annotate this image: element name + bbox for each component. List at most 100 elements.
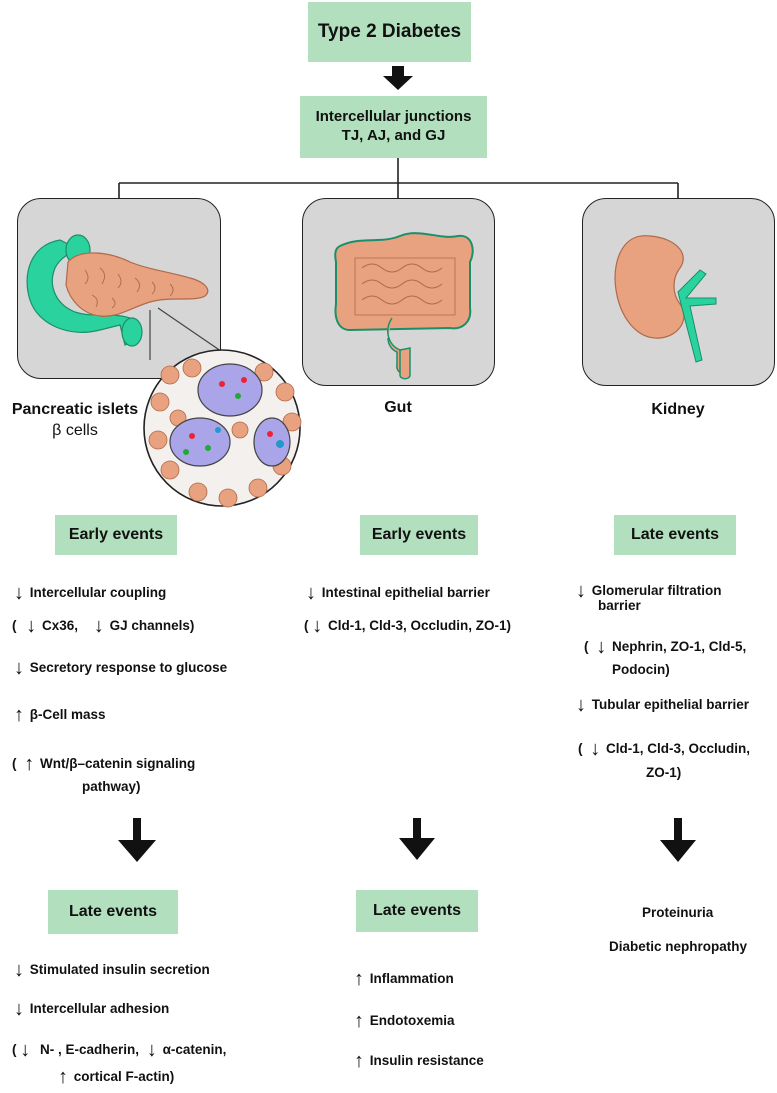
open-paren: (	[12, 618, 17, 633]
kidney-outcome-1: Proteinuria	[642, 904, 713, 922]
down-arrow-icon: ↓	[312, 615, 323, 637]
down-arrow-icon: ↓	[93, 615, 104, 637]
gut-early-item-1: ↓ Intestinal epithelial barrier	[306, 580, 490, 607]
up-arrow-icon: ↑	[14, 704, 24, 726]
pancreas-icon	[26, 234, 209, 347]
gut-early-title: Early events	[371, 526, 467, 543]
event-text: Wnt/β–catenin signaling	[40, 756, 196, 771]
event-text: Tubular epithelial barrier	[591, 697, 750, 712]
pancreas-early-item-6: pathway)	[82, 778, 141, 796]
event-text: barrier	[598, 598, 641, 613]
event-text: cortical F-actin)	[73, 1069, 175, 1084]
down-arrow-icon: ↓	[14, 657, 24, 679]
event-text: α-catenin,	[162, 1042, 227, 1057]
event-text: Cld-1, Cld-3, Occludin,	[606, 741, 751, 756]
junctions-line1: Intercellular junctions	[315, 108, 472, 126]
gut-late-item-1: ↑ Inflammation	[354, 966, 454, 993]
up-arrow-icon: ↑	[58, 1066, 68, 1088]
kidney-item-2b: Podocin)	[612, 661, 670, 679]
down-arrow-icon: ↓	[590, 738, 601, 760]
kidney-late-title: Late events	[630, 526, 720, 543]
pancreas-early-item-1: ↓ Intercellular coupling	[14, 580, 166, 607]
up-arrow-icon: ↑	[354, 968, 364, 990]
type2-diabetes-title: Type 2 Diabetes	[317, 21, 462, 43]
gut-label-text: Gut	[384, 399, 412, 416]
kidney-item-3: ↓ Tubular epithelial barrier	[576, 692, 749, 719]
up-arrow-icon: ↑	[354, 1050, 364, 1072]
event-text: Secretory response to glucose	[29, 660, 228, 675]
islet-detail-icon	[143, 349, 302, 508]
event-text: Endotoxemia	[369, 1013, 455, 1028]
kidney-label-text: Kidney	[651, 401, 705, 418]
up-arrow-icon: ↑	[354, 1010, 364, 1032]
event-text: β-Cell mass	[29, 707, 106, 722]
down-arrow-icon: ↓	[306, 582, 316, 604]
event-text: Intercellular adhesion	[29, 1001, 170, 1016]
kidney-label: Kidney	[638, 400, 718, 421]
pancreas-early-item-4: ↑ β-Cell mass	[14, 702, 106, 729]
gut-label: Gut	[368, 398, 428, 419]
pancreas-label-line1: Pancreatic islets	[11, 401, 139, 418]
kidney-item-1b: barrier	[598, 597, 641, 615]
pancreas-label-line2: β cells	[52, 421, 98, 439]
event-text: Cld-1, Cld-3, Occludin, ZO-1)	[328, 618, 512, 633]
gut-early-item-2: ( ↓ Cld-1, Cld-3, Occludin, ZO-1)	[304, 613, 511, 640]
pancreas-late-item-1: ↓ Stimulated insulin secretion	[14, 957, 210, 984]
pancreas-label: Pancreatic islets β cells	[0, 400, 150, 442]
event-text: Inflammation	[369, 971, 454, 986]
event-text: Intestinal epithelial barrier	[321, 585, 490, 600]
event-text: N- , E-cadherin,	[40, 1042, 140, 1057]
gut-early-events-box: Early events	[360, 515, 478, 555]
down-arrow-icon: ↓	[20, 1039, 31, 1061]
gut-icon	[334, 232, 474, 380]
pancreas-late-item-3: ( ↓ N- , E-cadherin, ↓ α-catenin,	[12, 1037, 226, 1064]
kidney-item-4b: ZO-1)	[646, 764, 681, 782]
kidney-item-1: ↓ Glomerular filtration	[576, 578, 722, 605]
event-text: ZO-1)	[646, 765, 682, 780]
pancreas-late-item-4: ↑ cortical F-actin)	[58, 1064, 174, 1091]
event-text: Intercellular coupling	[29, 585, 167, 600]
intercellular-junctions-box: Intercellular junctions TJ, AJ, and GJ	[300, 96, 487, 158]
kidney-outcome-2: Diabetic nephropathy	[609, 938, 747, 956]
kidney-item-2: ( ↓ Nephrin, ZO-1, Cld-5,	[584, 634, 746, 661]
pancreas-early-item-5: ( ↑ Wnt/β–catenin signaling	[12, 751, 195, 778]
down-arrow-icon	[118, 818, 156, 862]
kidney-icon	[614, 235, 717, 363]
pancreas-early-title: Early events	[68, 526, 164, 543]
pancreas-early-events-box: Early events	[55, 515, 177, 555]
open-paren: (	[578, 741, 583, 756]
gut-late-item-2: ↑ Endotoxemia	[354, 1008, 455, 1035]
down-arrow-icon: ↓	[14, 959, 24, 981]
open-paren: (	[584, 639, 589, 654]
down-arrow-icon	[399, 818, 435, 860]
event-text: Cx36,	[42, 618, 79, 633]
up-arrow-icon: ↑	[24, 753, 35, 775]
outcome-text: Proteinuria	[642, 905, 714, 920]
kidney-late-events-box: Late events	[614, 515, 736, 555]
event-text: GJ channels)	[109, 618, 195, 633]
open-paren: (	[12, 756, 17, 771]
kidney-item-4: ( ↓ Cld-1, Cld-3, Occludin,	[578, 736, 750, 763]
down-arrow-icon: ↓	[596, 636, 607, 658]
event-text: Nephrin, ZO-1, Cld-5,	[612, 639, 747, 654]
down-arrow-icon: ↓	[576, 580, 586, 602]
down-arrow-icon	[660, 818, 696, 862]
down-arrow-icon: ↓	[14, 582, 24, 604]
event-text: Stimulated insulin secretion	[29, 962, 210, 977]
gut-late-events-box: Late events	[356, 890, 478, 932]
open-paren: (	[12, 1042, 17, 1057]
type2-diabetes-box: Type 2 Diabetes	[308, 2, 471, 62]
event-text: Podocin)	[612, 662, 670, 677]
event-text: pathway)	[82, 779, 141, 794]
down-arrow-icon: ↓	[14, 998, 24, 1020]
gut-late-title: Late events	[372, 902, 462, 919]
outcome-text: Diabetic nephropathy	[609, 939, 748, 954]
pancreas-late-item-2: ↓ Intercellular adhesion	[14, 996, 169, 1023]
pancreas-early-item-2: ( ↓ Cx36, ↓ GJ channels)	[12, 613, 194, 640]
junctions-line2: TJ, AJ, and GJ	[341, 127, 446, 144]
pancreas-early-item-3: ↓ Secretory response to glucose	[14, 655, 227, 682]
event-text: Glomerular filtration	[591, 583, 722, 598]
